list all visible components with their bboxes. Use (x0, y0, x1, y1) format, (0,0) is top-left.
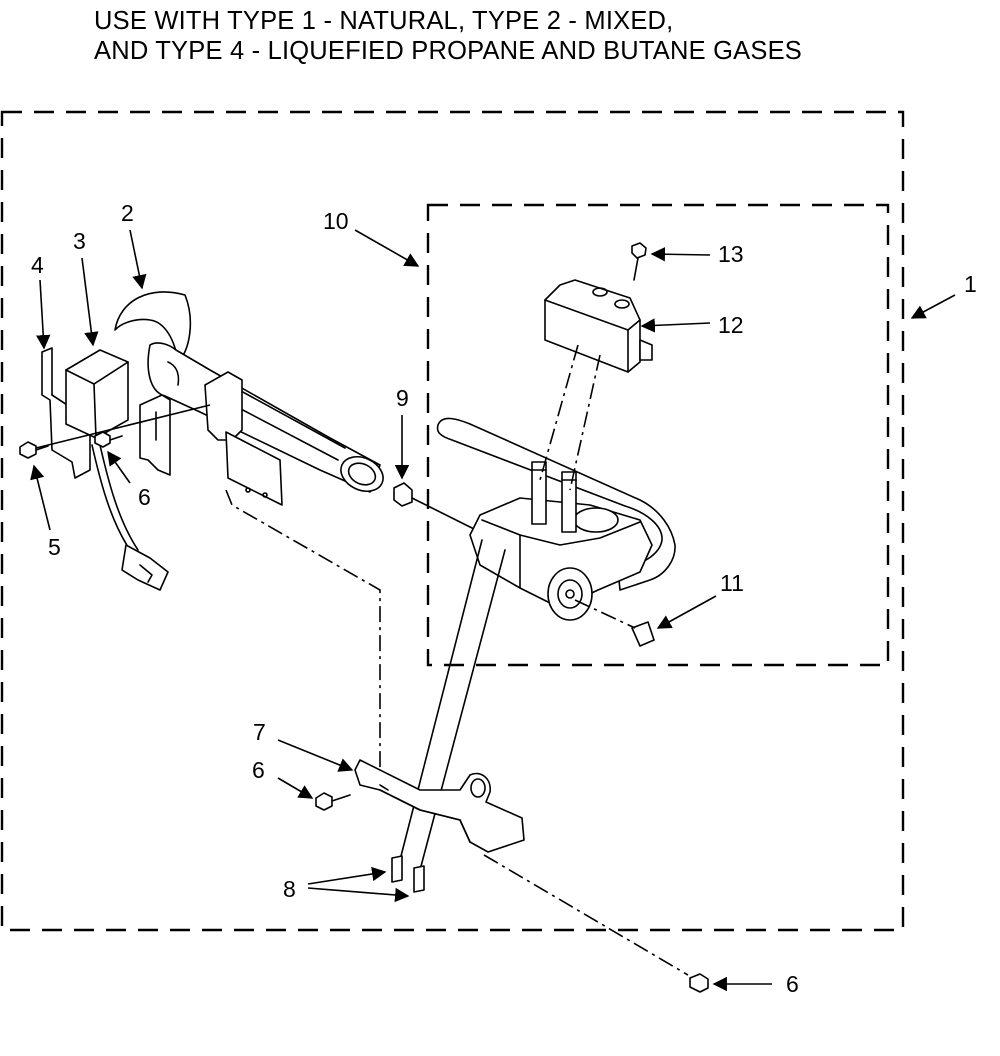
alignment-line-bracket (225, 489, 381, 770)
callout-8: 8 (283, 876, 296, 902)
alignment-line-valve-right (419, 549, 506, 871)
part-5-screw (19, 441, 49, 459)
part-6-screw-left (94, 431, 123, 448)
leader-13 (650, 247, 711, 262)
leader-11 (656, 595, 717, 629)
callout-10: 10 (323, 208, 349, 234)
callout-5: 5 (48, 534, 61, 560)
screw-axis-line (35, 404, 211, 449)
diagram-title: USE WITH TYPE 1 - NATURAL, TYPE 2 - MIXE… (94, 6, 802, 66)
title-line-1: USE WITH TYPE 1 - NATURAL, TYPE 2 - MIXE… (94, 7, 674, 35)
callout-6a: 6 (138, 484, 151, 510)
callout-7: 7 (253, 719, 266, 745)
leader-4 (36, 279, 51, 350)
callout-6b: 6 (252, 757, 265, 783)
callout-4: 4 (31, 252, 44, 278)
part-6-screw-bottom (689, 973, 709, 993)
part-12-solenoid-coil (544, 279, 653, 373)
part-11-sensor (631, 621, 655, 647)
part-3-box-bracket (65, 349, 171, 476)
part-9-orifice (393, 482, 481, 533)
leader-2 (129, 229, 147, 290)
part-8-screw-1 (391, 855, 403, 883)
callout-11: 11 (720, 570, 744, 596)
part-8-screw-2 (413, 865, 425, 893)
leader-3 (81, 257, 99, 347)
part-2-burner-tube (114, 291, 384, 506)
leader-7 (277, 739, 354, 772)
part-7-mounting-bracket (354, 759, 525, 853)
gas-valve-body (436, 417, 676, 621)
callout-3: 3 (73, 228, 86, 254)
leader-6a (107, 450, 131, 484)
wire-harness (91, 444, 169, 591)
part-6-screw-middle (315, 792, 351, 811)
alignment-line-coil-2 (569, 354, 601, 491)
alignment-line-coil (539, 344, 579, 481)
leader-12 (640, 318, 711, 333)
leader-6b (277, 777, 314, 799)
callout-2: 2 (121, 200, 134, 226)
valve-assembly-frame (426, 203, 890, 667)
alignment-line-bracket-screw (483, 854, 689, 976)
leader-5 (30, 464, 51, 531)
callout-9: 9 (396, 385, 409, 411)
leader-8a (307, 866, 387, 885)
outer-assembly-frame (0, 110, 905, 932)
callout-6c: 6 (786, 971, 799, 997)
callout-1: 1 (964, 271, 977, 297)
part-13-screw (631, 242, 647, 281)
leader-10 (354, 229, 420, 267)
leader-8b (307, 887, 410, 903)
callout-12: 12 (718, 312, 744, 338)
leader-1 (910, 294, 956, 319)
alignment-line-sensor (574, 599, 636, 629)
callout-13: 13 (718, 241, 744, 267)
title-line-2: AND TYPE 4 - LIQUEFIED PROPANE AND BUTAN… (94, 37, 802, 65)
